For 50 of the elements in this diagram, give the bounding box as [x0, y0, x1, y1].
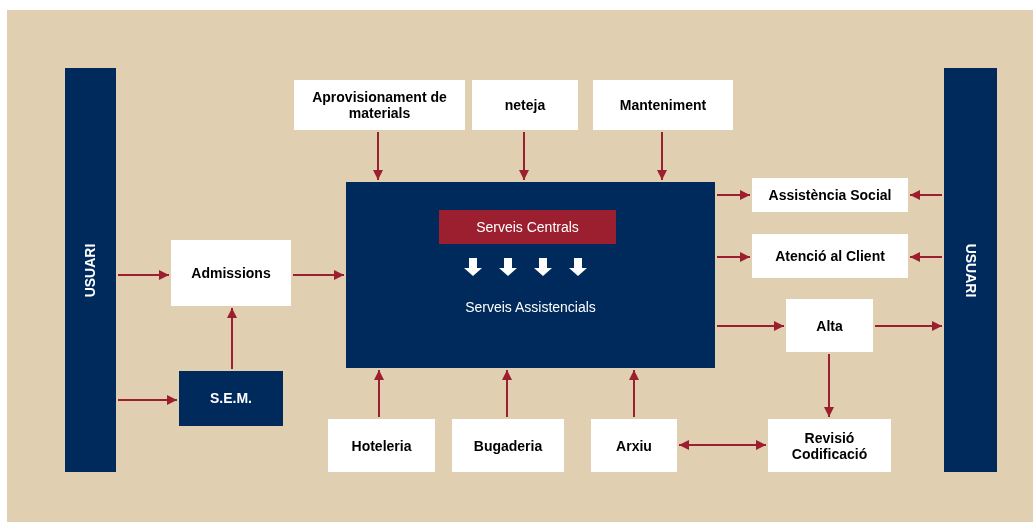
box-label: Alta [816, 317, 843, 334]
user-bar [65, 68, 116, 472]
process-box [328, 419, 435, 472]
process-box [472, 80, 578, 130]
box-label: S.E.M. [210, 389, 252, 408]
arrow [292, 270, 345, 280]
arrow [519, 131, 529, 181]
process-box [452, 419, 564, 472]
arrow [374, 369, 384, 418]
panel-label: Serveis Assistencials [465, 298, 596, 317]
arrow [716, 321, 785, 331]
arrow [117, 395, 178, 405]
box-label: Assistència Social [768, 187, 892, 203]
arrow [909, 190, 943, 200]
arrow [874, 321, 943, 331]
box-label: Arxiu [616, 437, 652, 454]
box-label: Admissions [191, 265, 271, 281]
process-box [752, 178, 908, 212]
user-bar [944, 68, 997, 472]
central-services-panel [346, 182, 715, 368]
arrow [909, 252, 943, 262]
box-label: Revisió Codificació [790, 429, 869, 462]
process-box [752, 234, 908, 278]
box-label: Bugaderia [473, 437, 543, 454]
arrow [502, 369, 512, 418]
services-banner [439, 210, 616, 244]
process-box [591, 419, 677, 472]
bar-label: USUARI [962, 243, 980, 297]
arrow [678, 440, 767, 450]
process-box [593, 80, 733, 130]
box-label: Atenció al Client [775, 248, 885, 264]
box-label: Aprovisionament de materials [311, 89, 448, 121]
box-label: neteja [504, 97, 546, 113]
banner-label: Serveis Centrals [476, 217, 579, 237]
box-label: Hoteleria [351, 437, 412, 454]
arrow [657, 131, 667, 181]
arrow [629, 369, 639, 418]
bar-label: USUARI [81, 243, 99, 297]
process-box [768, 419, 891, 472]
process-box [294, 80, 465, 130]
arrow [227, 307, 237, 370]
box-label: Manteniment [619, 97, 707, 113]
arrow [117, 270, 170, 280]
arrow [373, 131, 383, 181]
arrow [716, 190, 751, 200]
process-box [171, 240, 291, 306]
process-box [786, 299, 873, 352]
arrow [716, 252, 751, 262]
arrow [824, 353, 834, 418]
process-box [179, 371, 283, 426]
